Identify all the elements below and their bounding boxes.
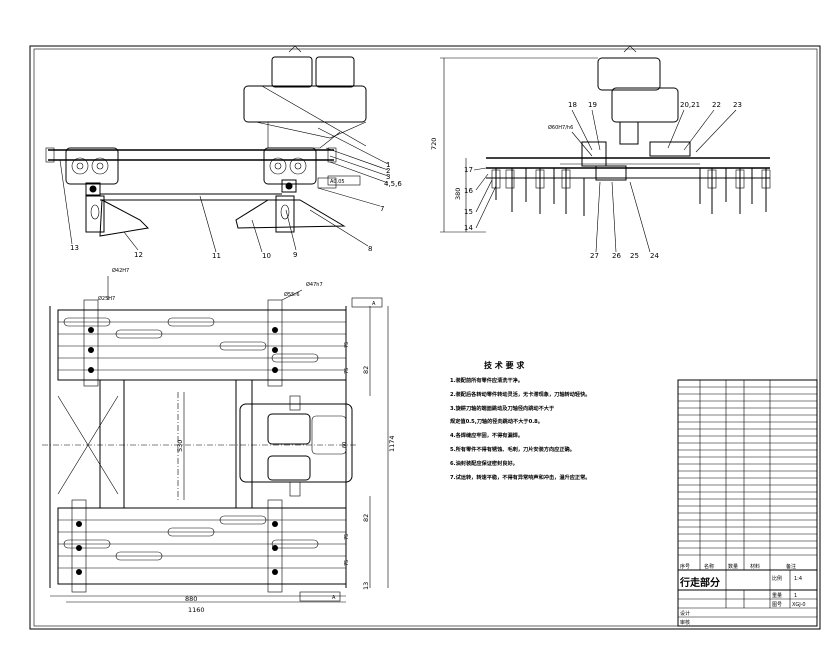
svg-text:4.各焊缝应牢固，不得有漏焊。: 4.各焊缝应牢固，不得有漏焊。 bbox=[450, 431, 523, 439]
svg-text:75: 75 bbox=[344, 342, 350, 348]
svg-text:比例: 比例 bbox=[772, 575, 782, 582]
svg-text:13: 13 bbox=[362, 582, 370, 590]
svg-text:25: 25 bbox=[630, 252, 639, 260]
svg-text:7: 7 bbox=[380, 205, 384, 213]
lower-rotor bbox=[57, 507, 347, 585]
svg-text:75: 75 bbox=[344, 368, 350, 374]
engine-top-block bbox=[271, 56, 313, 88]
tech-notes-title: 技 术 要 求 bbox=[484, 360, 525, 370]
svg-text:23: 23 bbox=[733, 101, 742, 109]
svg-text:75: 75 bbox=[344, 560, 350, 566]
sheet-number: XGJ-0 bbox=[792, 602, 806, 608]
fit-side: Ø60H7/h6 bbox=[548, 124, 573, 131]
section-tag-bottom: A bbox=[332, 595, 336, 601]
svg-text:11: 11 bbox=[212, 252, 221, 260]
svg-text:75: 75 bbox=[344, 534, 350, 540]
svg-text:18: 18 bbox=[568, 101, 577, 109]
section-tag-top: A bbox=[372, 301, 376, 307]
svg-text:审核: 审核 bbox=[680, 619, 690, 626]
svg-text:530: 530 bbox=[176, 440, 184, 452]
plan-view: 880 1160 1174 82 82 13 530 75 75 75 75 6… bbox=[42, 267, 396, 614]
svg-text:重量: 重量 bbox=[772, 592, 782, 599]
svg-text:26: 26 bbox=[612, 252, 621, 260]
inner-frame bbox=[33, 48, 818, 627]
svg-text:5.所有零件不得有锈蚀、毛刺，刀片安装方向应正确。: 5.所有零件不得有锈蚀、毛刺，刀片安装方向应正确。 bbox=[450, 445, 575, 453]
svg-text:17: 17 bbox=[464, 166, 473, 174]
dim-side-height: 720 bbox=[430, 138, 438, 150]
svg-text:材料: 材料 bbox=[750, 563, 760, 570]
callout-1: 1 bbox=[386, 161, 390, 169]
svg-text:24: 24 bbox=[650, 252, 659, 260]
svg-text:序号: 序号 bbox=[680, 563, 690, 570]
svg-text:60: 60 bbox=[342, 442, 348, 448]
fit-front: A0.05 bbox=[330, 179, 345, 185]
svg-text:2.装配后各转动零件转动灵活，无卡滞现象，刀轴转动轻快。: 2.装配后各转动零件转动灵活，无卡滞现象，刀轴转动轻快。 bbox=[450, 390, 590, 398]
svg-text:19: 19 bbox=[588, 101, 597, 109]
svg-text:设计: 设计 bbox=[680, 610, 690, 617]
engine-body bbox=[243, 85, 367, 123]
engine-cap bbox=[288, 45, 302, 53]
svg-text:1.装配前所有零件应清洗干净。: 1.装配前所有零件应清洗干净。 bbox=[450, 376, 523, 384]
fit-plan1: Ø42H7 bbox=[112, 267, 129, 274]
svg-text:13: 13 bbox=[70, 244, 79, 252]
parts-list: 序号 名称 数量 材料 备注 行走部分 比例 1:4 重量 1 图号 XGJ-0… bbox=[677, 379, 818, 627]
dim-plan-inner: 880 bbox=[185, 595, 197, 603]
svg-text:数量: 数量 bbox=[728, 563, 738, 570]
svg-text:3: 3 bbox=[386, 173, 390, 181]
outer-frame bbox=[29, 45, 821, 630]
svg-text:4,5,6: 4,5,6 bbox=[384, 180, 402, 188]
svg-text:12: 12 bbox=[134, 251, 143, 259]
svg-text:9: 9 bbox=[293, 251, 297, 259]
left-skid bbox=[99, 199, 150, 237]
svg-text:20,21: 20,21 bbox=[680, 101, 700, 109]
dim-plan-height: 1174 bbox=[388, 435, 396, 452]
svg-text:22: 22 bbox=[712, 101, 721, 109]
svg-text:8: 8 bbox=[368, 245, 372, 253]
svg-text:6.油封装配应保证密封良好。: 6.油封装配应保证密封良好。 bbox=[450, 459, 518, 467]
svg-text:380: 380 bbox=[454, 188, 462, 200]
svg-text:27: 27 bbox=[590, 252, 599, 260]
dim-plan-width: 1160 bbox=[188, 606, 205, 614]
fuel-tank bbox=[315, 56, 355, 88]
left-bearing bbox=[85, 182, 101, 196]
side-view: 720 380 Ø60H7/h6 18 19 20,21 22 23 17 16… bbox=[430, 45, 771, 260]
svg-text:10: 10 bbox=[262, 252, 271, 260]
svg-text:15: 15 bbox=[464, 208, 473, 216]
svg-text:名称: 名称 bbox=[704, 563, 714, 570]
svg-text:14: 14 bbox=[464, 224, 473, 232]
upper-rotor bbox=[57, 309, 347, 381]
svg-text:备注: 备注 bbox=[786, 563, 796, 570]
svg-text:7.试运转，转速平稳，不得有异常响声和冲击，温升应正常。: 7.试运转，转速平稳，不得有异常响声和冲击，温升应正常。 bbox=[450, 473, 590, 481]
svg-text:82: 82 bbox=[362, 514, 370, 522]
svg-text:82: 82 bbox=[362, 366, 370, 374]
svg-text:16: 16 bbox=[464, 187, 473, 195]
left-gearbox bbox=[65, 147, 119, 185]
svg-text:1: 1 bbox=[794, 593, 797, 599]
svg-text:Ø55r6: Ø55r6 bbox=[284, 291, 300, 298]
svg-text:Ø25H7: Ø25H7 bbox=[98, 295, 115, 302]
scale-value: 1:4 bbox=[794, 576, 802, 582]
svg-text:规定值0.5,刀轴的径向跳动不大于0.8。: 规定值0.5,刀轴的径向跳动不大于0.8。 bbox=[450, 417, 543, 425]
fit-plan2: Ø47h7 bbox=[306, 281, 323, 288]
part-name: 行走部分 bbox=[679, 576, 720, 589]
front-view: A0.05 1 2 3 4,5,6 7 8 9 10 11 12 13 bbox=[45, 45, 402, 260]
svg-text:3.旋耕刀轴的端面跳动及刀轴径向跳动不大于: 3.旋耕刀轴的端面跳动及刀轴径向跳动不大于 bbox=[450, 404, 555, 412]
right-skid bbox=[235, 199, 346, 229]
svg-text:2: 2 bbox=[386, 167, 390, 175]
svg-text:图号: 图号 bbox=[772, 602, 782, 608]
tech-requirements: 技 术 要 求 1.装配前所有零件应清洗干净。 2.装配后各转动零件转动灵活，无… bbox=[450, 360, 590, 481]
